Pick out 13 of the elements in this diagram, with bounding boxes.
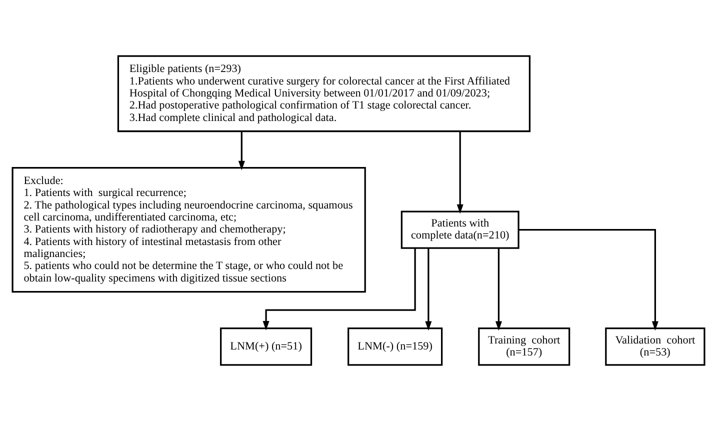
- node-box: LNM(+) (n=51): [220, 328, 312, 366]
- arrow: [495, 248, 502, 331]
- node-box: Validation cohort (n=53): [605, 328, 706, 366]
- arrow: [262, 248, 416, 330]
- arrow: [238, 132, 245, 170]
- node-box: LNM(-) (n=159): [348, 328, 443, 366]
- arrow: [518, 229, 658, 331]
- arrow: [456, 132, 464, 214]
- node-box: Exclude: 1. Patients with surgical recurrence; 2. The pathological types including neuroendocrine carcinoma, squamous cell carcinoma, undifferentiated carcinoma, etc; 3. Patients with history of radiotherapy and chemotherapy; 4. Patients with history of intestinal metastasis from other malignancies; 5. patients who could not be determine the T stage, or who could not be obtain low-quality specimens with digitized tissue sections: [12, 167, 366, 293]
- arrow: [425, 248, 432, 331]
- node-box: Patients with complete data(n=210): [400, 210, 520, 249]
- node-box: Eligible patients (n=293) 1.Patients who underwent curative surgery for colorectal cancer at the First Affiliated Hospital of Chongqing Medical University between 01/01/2017 and 01/09/2023; 2.Had postoperative pathological confirmation of T1 stage colorectal cancer. 3.Had complete clinical and pathological data.: [117, 55, 531, 132]
- node-box: Training cohort (n=157): [478, 328, 570, 366]
